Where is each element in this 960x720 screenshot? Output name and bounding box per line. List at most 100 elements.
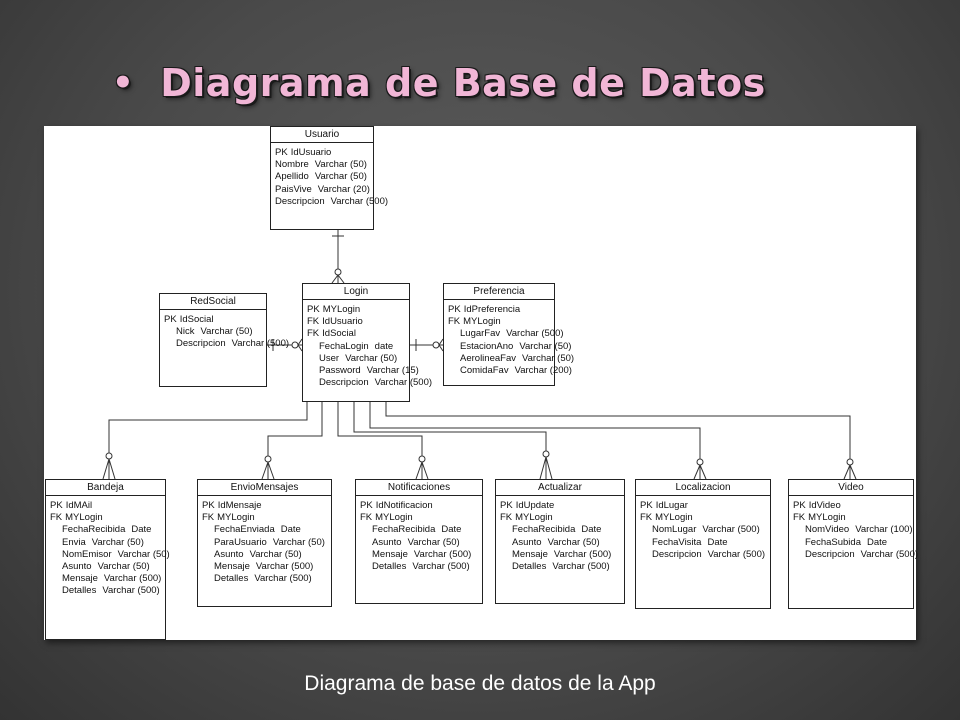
field-name: IdSocial [179,314,214,325]
field-name: Envia [62,536,86,548]
entity-field-row: FechaRecibida Date [50,524,161,536]
field-type: Date [866,536,888,548]
field-type: Varchar (50) [200,326,253,338]
field-name: IdVideo [808,500,841,511]
field-name: MYLogin [217,512,255,524]
field-type: Varchar (500) [231,338,290,350]
field-key: PK [500,500,513,511]
field-name: FechaRecibida [62,524,126,536]
entity-field-row: NomVideo Varchar (100) [793,524,913,536]
entity-title: Localizacion [636,480,770,496]
field-key: PK [275,147,288,158]
field-name: IdSocial [322,328,356,340]
field-type: Varchar (50) [117,548,170,560]
field-name: Mensaje [214,561,250,573]
entity-field-row: Descripcion Varchar (500) [164,338,289,350]
entity-title: EnvioMensajes [198,480,331,496]
field-name: LugarFav [460,328,501,340]
field-name: IdNotificacion [375,500,433,511]
field-type: Varchar (500) [330,195,389,207]
entity-title: Preferencia [444,284,554,300]
entity-title: Actualizar [496,480,624,496]
field-name: IdMAil [65,500,93,511]
field-name: Asunto [62,561,92,573]
field-type: Varchar (100) [855,524,913,536]
entity-title: Usuario [271,127,373,143]
entity-field-row: Asunto Varchar (50) [50,561,161,573]
field-name: IdUsuario [290,147,332,158]
field-name: Descripcion [652,548,702,560]
field-name: Asunto [372,536,402,548]
entity-field-row: User Varchar (50) [307,353,405,365]
field-key: PK [360,500,373,511]
field-type: Varchar (500) [860,548,919,560]
field-name: FechaEnviada [214,524,275,536]
entity-field-row: ParaUsuario Varchar (50) [202,537,327,549]
field-name: MYLogin [65,512,103,524]
field-name: Mensaje [372,548,408,560]
entity-title: Bandeja [46,480,165,496]
field-name: Descripcion [805,548,855,560]
field-name: FechaRecibida [372,524,436,536]
field-type: Varchar (50) [272,536,325,548]
field-type: Varchar (500) [702,524,760,536]
field-name: EstacionAno [460,340,514,352]
entity-field-row: LugarFav Varchar (500) [448,328,564,340]
field-type: date [374,340,394,352]
field-name: FechaVisita [652,536,702,548]
field-key: FK [307,316,320,328]
field-type: Date [280,524,301,536]
entity-title: RedSocial [160,294,266,310]
field-name: Descripcion [176,338,226,350]
field-type: Varchar (500) [255,561,314,573]
field-type: Varchar (50) [97,561,150,573]
entity-field-row: Descripcion Varchar (500) [793,548,918,561]
field-name: IdUsuario [322,316,363,328]
field-type: Varchar (500) [103,573,162,585]
title-text: Diagrama de Base de Datos [160,61,766,105]
field-name: IdLugar [655,500,688,511]
field-type: Varchar (500) [707,548,766,560]
field-type: Varchar (50) [345,352,398,364]
entity-title: Login [303,284,409,300]
field-name: NomVideo [805,524,850,536]
field-name: User [319,352,340,364]
field-type: Date [441,524,462,536]
field-name: NomLugar [652,524,697,536]
field-name: ParaUsuario [214,536,267,548]
field-type: Varchar (500) [506,328,564,340]
field-type: Varchar (500) [102,585,160,597]
field-key: PK [793,500,806,511]
field-key: FK [307,328,320,340]
field-name: MYLogin [515,512,553,524]
field-key: FK [202,512,215,524]
entity-field-row: FechaEnviada Date [202,524,327,536]
field-type: Date [131,524,152,536]
field-name: MYLogin [322,304,361,315]
field-key: FK [360,512,373,524]
